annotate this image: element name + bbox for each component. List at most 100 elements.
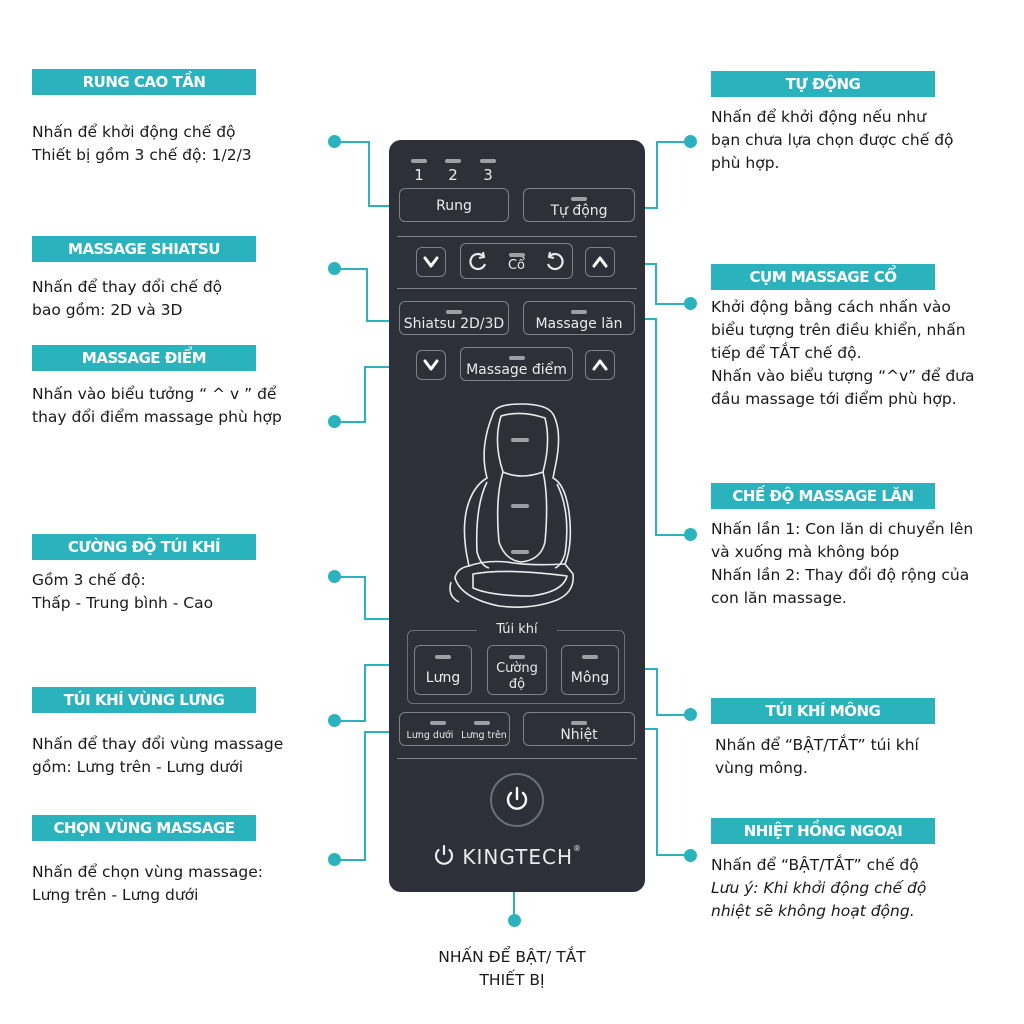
massage-diem-label: Massage điểm xyxy=(466,362,567,378)
connector-dot xyxy=(684,708,697,721)
connector-dot xyxy=(508,914,521,927)
connector-dot xyxy=(684,849,697,862)
desc-rung-cao-tan: Nhấn để khởi động chế độ Thiết bị gồm 3 … xyxy=(32,123,252,164)
massage-lan-button[interactable]: Massage lăn xyxy=(523,301,635,335)
tag-tui-khi-mong: TÚI KHÍ MÔNG xyxy=(711,698,935,724)
tag-tui-khi-vung-lung: TÚI KHÍ VÙNG LƯNG xyxy=(32,687,256,713)
connector-line xyxy=(655,263,657,305)
tag-chon-vung-massage: CHỌN VÙNG MASSAGE xyxy=(32,815,256,841)
divider xyxy=(397,758,637,759)
divider xyxy=(397,288,637,289)
massage-lan-led xyxy=(571,310,587,314)
connector-line xyxy=(368,205,404,207)
desc-massage-shiatsu: Nhấn để thay đổi chế độ bao gồm: 2D và 3… xyxy=(32,278,223,319)
massage-chair-icon xyxy=(449,403,574,608)
tu-dong-button[interactable]: Tự động xyxy=(523,188,635,222)
diem-up-button[interactable] xyxy=(585,350,615,380)
connector-line xyxy=(364,576,366,620)
connector-dot xyxy=(684,135,697,148)
co-button[interactable]: Cổ xyxy=(460,243,573,279)
cuong-do-button[interactable]: Cường độ xyxy=(487,645,547,695)
connector-line xyxy=(340,859,366,861)
cuong-do-label: Cường độ xyxy=(496,661,538,692)
connector-line xyxy=(655,318,657,536)
lung-duoi-label: Lưng dưới xyxy=(406,730,454,741)
connector-line xyxy=(366,268,368,322)
level-led xyxy=(411,159,427,163)
desc-cuong-do-tui-khi: Gồm 3 chế độ: Thấp - Trung bình - Cao xyxy=(32,571,214,612)
mong-led xyxy=(582,655,598,659)
massage-diem-button[interactable]: Massage điểm xyxy=(460,347,573,381)
shiatsu-label: Shiatsu 2D/3D xyxy=(403,316,505,332)
connector-dot xyxy=(328,135,341,148)
desc-nhiet-hong-ngoai: Nhấn để “BẬT/TẮT” chế độ xyxy=(711,856,919,874)
connector-line xyxy=(656,141,688,143)
connector-dot xyxy=(328,415,341,428)
massage-lan-label: Massage lăn xyxy=(535,316,623,332)
rung-button[interactable]: Rung xyxy=(399,188,509,222)
mong-button[interactable]: Mông xyxy=(561,645,619,695)
connector-line xyxy=(655,303,687,305)
brand-logo: KINGTECH® xyxy=(433,844,603,869)
desc-chon-vung-massage: Nhấn để chọn vùng massage: Lưng trên - L… xyxy=(32,863,263,904)
connector-line xyxy=(632,207,658,209)
mong-label: Mông xyxy=(570,670,610,686)
connector-line xyxy=(338,268,368,270)
shiatsu-button[interactable]: Shiatsu 2D/3D xyxy=(399,301,509,335)
brand-name: KINGTECH xyxy=(462,845,573,869)
connector-line xyxy=(656,668,658,716)
shiatsu-led xyxy=(446,310,462,314)
lung-led xyxy=(435,655,451,659)
connector-dot xyxy=(328,570,341,583)
nhiet-button[interactable]: Nhiệt xyxy=(523,712,635,746)
desc-che-do-massage-lan: Nhấn lần 1: Con lăn di chuyển lên và xuố… xyxy=(711,520,974,607)
lung-button[interactable]: Lưng xyxy=(414,645,472,695)
level-2: 2 xyxy=(448,166,458,184)
connector-line xyxy=(364,731,366,861)
connector-line xyxy=(364,664,366,722)
note-nhiet-hong-ngoai: Lưu ý: Khi khởi động chế độ nhiệt sẽ khô… xyxy=(711,879,927,920)
power-button[interactable] xyxy=(490,773,544,827)
connector-line xyxy=(368,141,370,207)
caption-power: NHẤN ĐỂ BẬT/ TẮT THIẾT BỊ xyxy=(438,948,586,989)
desc-cum-massage-co: Khởi động bằng cách nhấn vào biểu tượng … xyxy=(711,298,975,408)
connector-dot xyxy=(328,714,341,727)
divider xyxy=(397,236,637,237)
connector-line xyxy=(364,731,404,733)
connector-line xyxy=(656,714,686,716)
tui-khi-label: Túi khí xyxy=(477,622,557,637)
connector-line xyxy=(340,576,366,578)
lung-tren-label: Lưng trên xyxy=(461,730,507,741)
diem-down-button[interactable] xyxy=(416,350,446,380)
cuong-do-led xyxy=(509,655,525,659)
chon-vung-button[interactable]: Lưng dưới Lưng trên xyxy=(399,712,510,746)
connector-dot xyxy=(328,853,341,866)
rotate-right-icon xyxy=(546,251,564,271)
connector-line xyxy=(364,366,366,423)
co-up-button[interactable] xyxy=(585,247,615,277)
tag-rung-cao-tan: RUNG CAO TẦN xyxy=(32,69,256,95)
connector-dot xyxy=(328,262,341,275)
tag-massage-shiatsu: MASSAGE SHIATSU xyxy=(32,236,256,262)
chevron-up-icon xyxy=(592,359,608,371)
chevron-down-icon xyxy=(423,256,439,268)
kingtech-logo-icon xyxy=(434,844,454,865)
connector-dot xyxy=(684,528,697,541)
tag-massage-diem: MASSAGE ĐIỂM xyxy=(32,345,256,371)
connector-line xyxy=(656,728,658,856)
connector-line xyxy=(366,320,404,322)
co-down-button[interactable] xyxy=(416,247,446,277)
rotate-left-icon xyxy=(469,251,487,271)
level-led xyxy=(480,159,496,163)
massage-diem-led xyxy=(508,356,525,360)
chevron-down-icon xyxy=(423,359,439,371)
lung-tren-led xyxy=(474,721,490,725)
connector-line xyxy=(655,534,687,536)
level-led xyxy=(445,159,461,163)
lung-duoi-led xyxy=(430,721,446,725)
desc-tui-khi-vung-lung: Nhấn để thay đổi vùng massage gồm: Lưng … xyxy=(32,735,284,776)
desc-massage-diem: Nhấn vào biểu tưởng “ ^ v ” để thay đổi … xyxy=(32,385,282,426)
chevron-up-icon xyxy=(592,256,608,268)
desc-tu-dong: Nhấn để khởi động nếu như bạn chưa lựa c… xyxy=(711,108,954,172)
tu-dong-label: Tự động xyxy=(550,203,608,219)
